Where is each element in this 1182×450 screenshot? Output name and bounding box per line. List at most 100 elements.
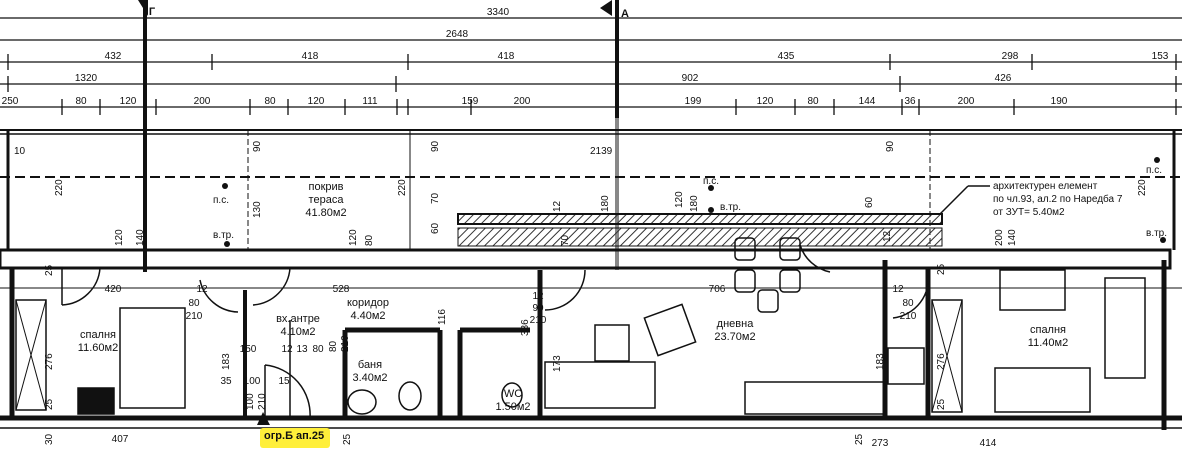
dimension-label: 12 [281,344,293,355]
dimension-label: 80 [312,344,324,355]
room-area: 4.40м2 [350,310,385,322]
dimension-label: 70 [430,192,441,204]
marker-label: п.с. [213,195,229,206]
dimension-label: 120 [674,191,685,208]
dimension-label: 12 [532,291,544,302]
sofa [544,361,656,409]
section-marker-a: А [621,8,629,20]
wc-toilet [501,382,523,408]
dimension-label: 120 [348,229,359,246]
dimension-label: 13 [296,344,308,355]
dimension-label: 200 [958,96,975,107]
dimension-label: 36 [904,96,916,107]
doors [61,244,930,419]
dimension-label: 12 [552,200,563,212]
dimension-label: 420 [105,284,122,295]
dimension-label: 25 [936,263,947,275]
dimension-label: 90 [252,140,263,152]
dimension-label: 12 [882,230,893,242]
dimension-label: 210 [900,311,917,322]
dimension-label: 418 [302,51,319,62]
dimension-label: 12 [196,284,208,295]
room-area: 23.70м2 [714,331,755,343]
section-arrow-a [600,0,612,16]
dimension-label: 173 [552,355,563,372]
dimension-label: 210 [257,393,268,410]
dimension-label: 100 [244,376,261,387]
dimension-label: 336 [520,319,531,336]
toilet [398,381,422,411]
dimension-label: 159 [462,96,479,107]
dimension-label: 183 [875,353,886,370]
dimension-label: 414 [980,438,997,449]
coffee-table [594,324,630,362]
dimension-label: 90 [885,140,896,152]
dimension-label: 10 [14,146,26,157]
section-marker-g: Г [149,6,156,18]
bed-right [994,367,1091,413]
dining-chair [779,269,801,293]
dimension-label: 25 [854,433,865,445]
dining-chair [734,269,756,293]
marker-label: п.с. [703,176,719,187]
architectural-element-note: по чл.93, ал.2 по Наредба 7 [993,193,1123,205]
room-name: спалня [1030,324,1066,336]
highlighted-label: огр.Б ап.25 [260,428,330,448]
kitchen-counter [744,381,886,415]
room-name: коридор [347,297,389,309]
dimension-label: 220 [397,179,408,196]
room-name: тераса [309,194,345,206]
dimension-label: 80 [807,96,819,107]
dimension-label: 199 [685,96,702,107]
room-area: 41.80м2 [305,207,346,219]
dimension-label: 116 [437,309,448,325]
dimension-label: 298 [1002,51,1019,62]
dimension-label: 25 [44,264,55,276]
dimension-label: 1320 [75,73,98,84]
dimension-label: 276 [936,353,947,370]
room-area: 4.10м2 [280,326,315,338]
dimension-label: 60 [430,222,441,234]
dimension-label: 100 [245,393,256,410]
dimension-label: 200 [194,96,211,107]
sink [347,389,377,415]
dimension-label: 273 [872,438,889,449]
desk-right [999,269,1066,311]
dimension-label: 210 [340,335,351,352]
dimension-label: 60 [864,196,875,208]
room-name: WC [504,388,522,400]
wardrobe-left [15,299,47,411]
dimension-label: 250 [2,96,19,107]
hatched-element [457,185,990,247]
room-name: дневна [717,318,755,330]
dimension-label: 435 [778,51,795,62]
dimension-label: 210 [186,311,203,322]
dimension-label: 200 [994,229,1005,246]
dining-chair [734,237,756,261]
dimension-label: 140 [1007,229,1018,246]
dimension-label: 80 [264,96,276,107]
dimension-label: 210 [530,315,547,326]
dimension-ticks [7,54,1177,115]
room-area: 11.60м2 [78,342,118,354]
dimension-label: 150 [240,344,257,355]
section-arrow-g [138,0,148,16]
nightstand-left [77,387,115,415]
dimension-label: 140 [135,229,146,246]
dimension-label: 418 [498,51,515,62]
dimension-label: 180 [600,195,611,212]
dimension-label: 35 [220,376,232,387]
highlight-label-text: огр.Б ап.25 [264,430,325,442]
dimension-label: 15 [278,376,290,387]
dimension-label: 528 [333,284,350,295]
dimension-label: 220 [1137,179,1148,196]
dining-chair [779,237,801,261]
room-area: 1.50м2 [495,401,530,413]
dimension-label: 120 [120,96,137,107]
dimension-label: 220 [54,179,65,196]
dimension-label: 2648 [446,29,469,40]
marker-label: в.тр. [1146,228,1167,239]
dimension-label: 902 [682,73,699,84]
entrance-arrow-icon [257,412,270,425]
